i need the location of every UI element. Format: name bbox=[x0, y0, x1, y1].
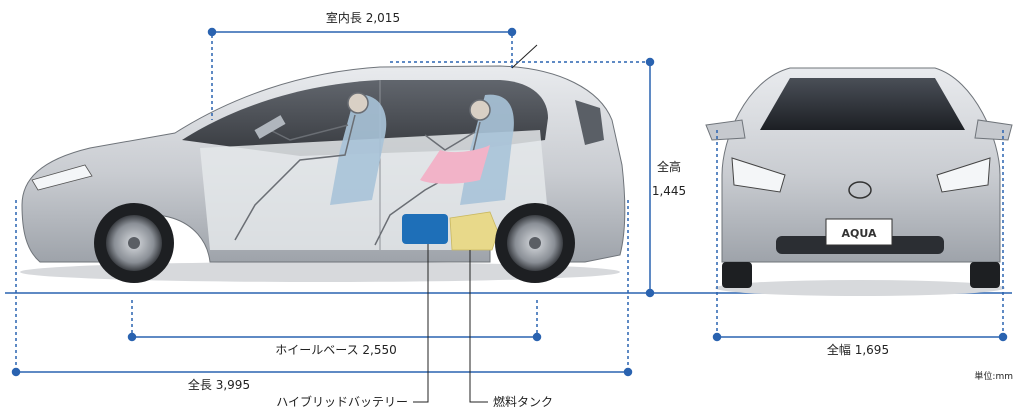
headlight bbox=[31, 164, 93, 191]
front-shadow bbox=[715, 280, 1005, 296]
left-mirror bbox=[705, 119, 746, 141]
fuel-tank-block bbox=[449, 211, 499, 251]
right-mirror bbox=[974, 119, 1013, 141]
front-left-tire bbox=[722, 262, 752, 288]
driver-figure bbox=[234, 92, 369, 241]
aqua-badge: AQUA bbox=[842, 227, 877, 240]
plate bbox=[825, 218, 893, 246]
wheelbase-label: ホイールベース 2,550 bbox=[275, 343, 397, 357]
taillight bbox=[575, 100, 604, 145]
rear-wheel bbox=[495, 203, 575, 283]
right-headlight bbox=[936, 157, 991, 193]
overall-length-label: 全長 3,995 bbox=[188, 377, 250, 392]
hybrid-battery-block bbox=[402, 214, 448, 244]
interior-length-label: 室内長 2,015 bbox=[326, 10, 400, 25]
unit-label: 単位:mm bbox=[974, 370, 1013, 382]
overall-height-value: 1,445 bbox=[652, 184, 686, 198]
leader-lines bbox=[413, 244, 488, 403]
passenger-figure bbox=[374, 99, 491, 246]
toyota-emblem bbox=[848, 181, 872, 199]
front-wheel bbox=[94, 203, 174, 283]
side-view-car bbox=[20, 65, 626, 283]
front-seat bbox=[330, 94, 387, 205]
dimension-lines bbox=[11, 27, 1008, 377]
left-headlight bbox=[731, 157, 786, 193]
overall-height-label: 全高 bbox=[657, 159, 681, 174]
front-right-tire bbox=[970, 262, 1000, 288]
front-view-car: AQUA bbox=[705, 67, 1013, 296]
windshield bbox=[760, 78, 965, 130]
hybrid-battery-label: ハイブリッドバッテリー bbox=[276, 394, 408, 407]
overall-width-label: 全幅 1,695 bbox=[827, 342, 889, 357]
fuel-tank-label: 燃料タンク bbox=[493, 394, 553, 407]
